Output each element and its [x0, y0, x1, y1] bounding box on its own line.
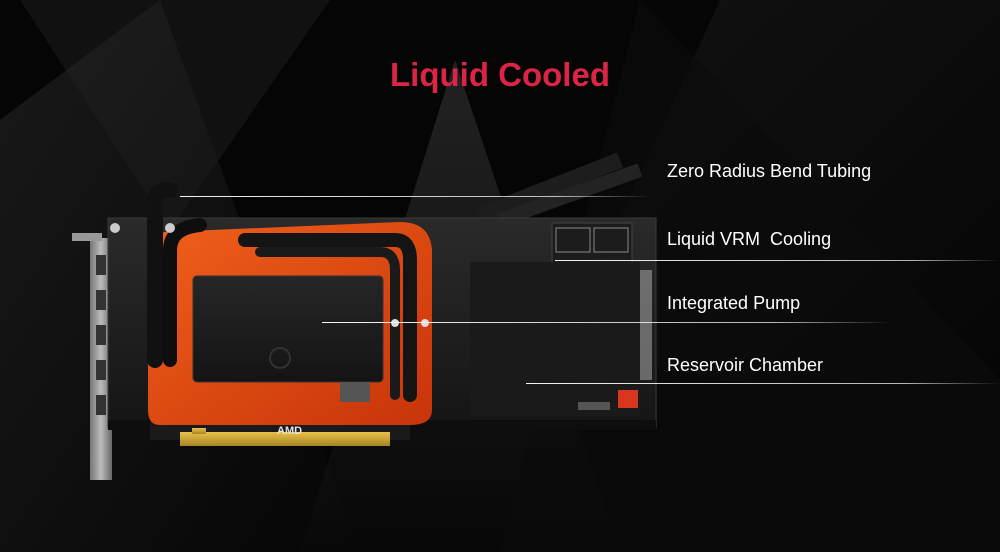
leader-line-reservoir [526, 383, 1000, 384]
callout-vrm-cooling: Liquid VRM Cooling [667, 229, 832, 249]
power-connector [618, 390, 638, 408]
amd-logo: AMD [277, 425, 302, 437]
callout-reservoir: Reservoir Chamber [667, 355, 824, 375]
coolant-tubing [147, 182, 417, 402]
page-title: Liquid Cooled [390, 56, 610, 93]
pcie-connector [180, 432, 390, 446]
vrm-module [551, 222, 633, 268]
pump-housing [192, 275, 384, 383]
callout-tubing: Zero Radius Bend Tubing [667, 161, 872, 181]
leader-line-vrm [555, 260, 1000, 261]
leader-line-pump [322, 322, 892, 323]
callout-pump: Integrated Pump [667, 293, 801, 313]
io-bracket [72, 233, 112, 480]
leader-line-tubing [180, 196, 650, 197]
external-hoses [477, 152, 643, 227]
